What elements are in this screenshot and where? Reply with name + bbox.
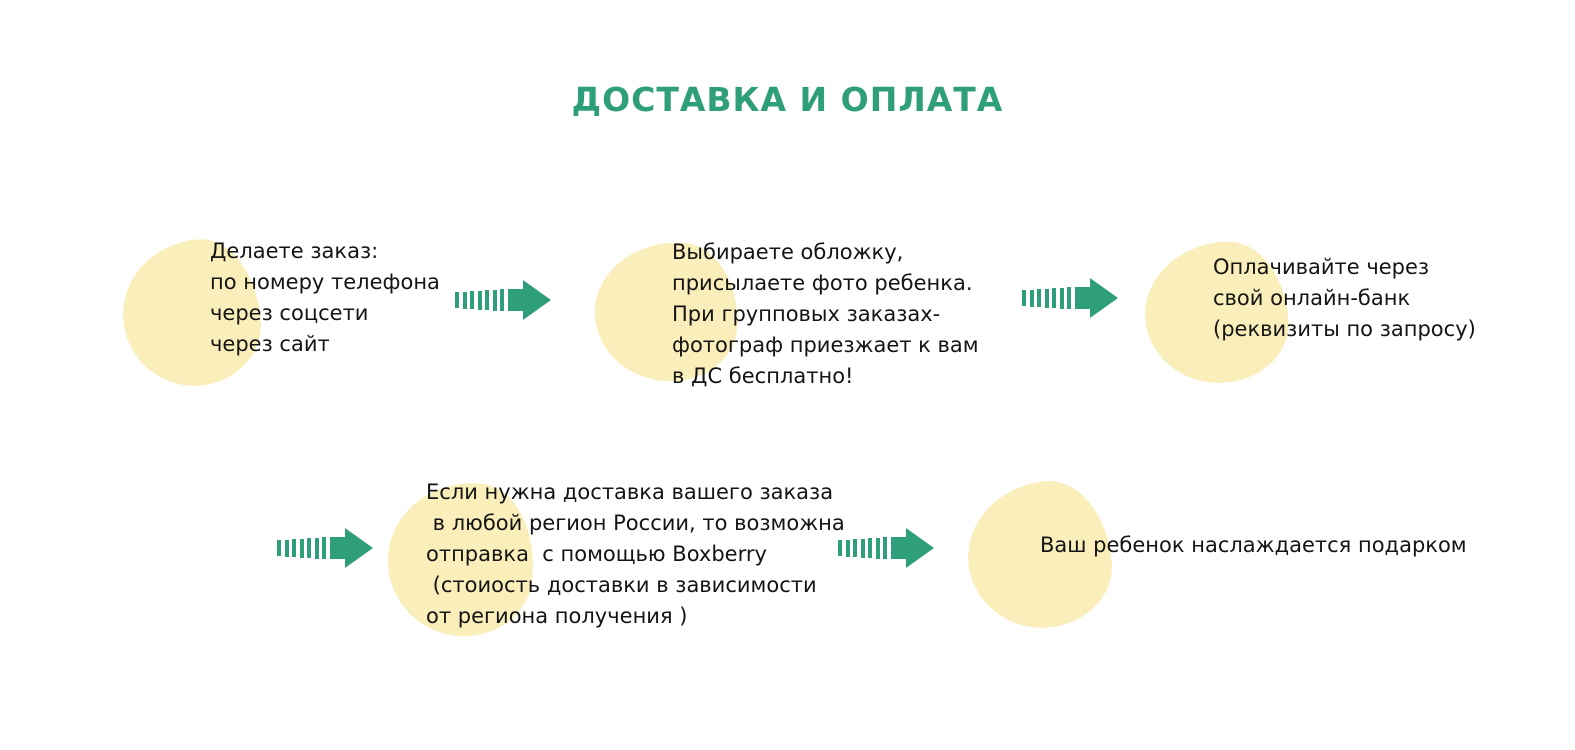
arrow-stripe xyxy=(1052,288,1056,308)
arrow-stripe xyxy=(277,540,281,556)
arrow-stripe xyxy=(470,291,474,309)
arrow-stripe xyxy=(1059,287,1064,309)
arrow-stripe xyxy=(462,291,467,309)
arrow-stripe xyxy=(845,539,850,557)
arrow-shaft xyxy=(507,289,523,311)
arrow-stripe xyxy=(838,540,842,556)
arrow-stripe xyxy=(868,538,872,558)
arrow-shaft xyxy=(329,537,345,559)
arrow-stripe xyxy=(485,290,489,310)
arrow-stripe xyxy=(860,538,865,558)
flow-arrow-icon xyxy=(455,280,551,320)
arrow-shaft xyxy=(1074,287,1090,309)
arrow-head xyxy=(344,528,373,568)
arrow-stripe xyxy=(492,289,497,311)
arrow-stripe xyxy=(875,537,880,559)
page-title: ДОСТАВКА И ОПЛАТА xyxy=(571,80,1004,119)
arrow-stripe xyxy=(1037,289,1041,307)
arrow-stripe xyxy=(307,538,311,558)
arrow-stripe xyxy=(284,539,289,557)
arrow-stripe xyxy=(292,539,296,557)
step-3-text: Оплачивайте через свой онлайн-банк (рекв… xyxy=(1213,255,1476,341)
arrow-stripe xyxy=(1067,287,1071,309)
arrow-stripe xyxy=(1022,290,1026,306)
flow-arrow-icon xyxy=(1022,278,1118,318)
arrow-stripe xyxy=(314,537,319,559)
arrow-head xyxy=(1089,278,1118,318)
arrow-stripe xyxy=(299,538,304,558)
arrow-head xyxy=(522,280,551,320)
step-2-text: Выбираете обложку, присылаете фото ребен… xyxy=(672,240,979,388)
arrow-head xyxy=(905,528,934,568)
flow-arrow-icon xyxy=(277,528,373,568)
arrow-stripe xyxy=(455,292,459,308)
flow-arrow-icon xyxy=(838,528,934,568)
arrow-shaft xyxy=(890,537,906,559)
arrow-stripe xyxy=(477,290,482,310)
arrow-stripe xyxy=(853,539,857,557)
step-4-text: Если нужна доставка вашего заказа в любо… xyxy=(426,480,845,628)
arrow-stripe xyxy=(500,289,504,311)
arrow-stripe xyxy=(322,537,326,559)
step-5-text: Ваш ребенок наслаждается подарком xyxy=(1040,533,1467,557)
arrow-stripe xyxy=(1044,288,1049,308)
arrow-stripe xyxy=(1029,289,1034,307)
step-1-text: Делаете заказ: по номеру телефона через … xyxy=(210,239,440,356)
arrow-stripe xyxy=(883,537,887,559)
